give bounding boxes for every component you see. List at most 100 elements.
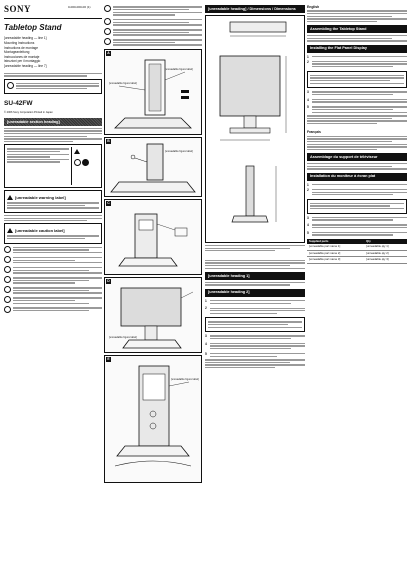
step: 5: [205, 352, 305, 358]
caution-item: [4, 245, 102, 255]
text-line: [113, 44, 202, 46]
text-line: [113, 6, 202, 8]
model-number: SU-42FW: [4, 99, 33, 107]
column-header: Supplied parts: [307, 238, 365, 245]
text-line: [113, 39, 202, 41]
caution-label: [unreadable caution label]: [15, 228, 65, 234]
text-line: [113, 24, 202, 26]
text-line: [210, 299, 305, 302]
text-line: [312, 194, 393, 196]
text-line: [205, 247, 290, 249]
text-line: [210, 335, 305, 337]
text-line: [16, 85, 99, 87]
text-line: [205, 250, 275, 252]
text-line: [13, 272, 102, 274]
text-line: [312, 226, 407, 229]
text-line: [307, 148, 377, 151]
text-line: [4, 138, 102, 140]
bracket-attach-illustration: [118, 213, 188, 267]
dimensions-illustration: [219, 21, 287, 223]
text-line: [13, 269, 89, 271]
step: 5: [307, 231, 407, 237]
table-cell: [unreadable qty 3]: [364, 256, 407, 264]
text-line: [210, 302, 291, 304]
prohibition-icon: [4, 275, 11, 283]
figure-label: A: [106, 51, 111, 57]
column-header: Qty: [364, 238, 407, 245]
text-line: [13, 297, 102, 299]
text-line: [13, 289, 89, 292]
text-line: [205, 367, 275, 369]
step: 2: [205, 306, 305, 315]
text-line: [310, 205, 390, 207]
text-line: [307, 13, 407, 15]
display-mount-illustration: [120, 287, 194, 349]
step-list: 1 2 3 4 5: [205, 299, 305, 369]
table-row: [unreadable part name 2] [unreadable qty…: [307, 250, 407, 258]
text-line: [208, 324, 288, 326]
language-label: Français: [307, 130, 321, 135]
step: 5: [307, 105, 407, 114]
step-number: 5: [307, 230, 309, 235]
text-line: [205, 262, 305, 264]
prohibition-icon: [4, 265, 11, 273]
text-line: [312, 101, 407, 103]
table-cell: [unreadable part name 1]: [307, 244, 365, 251]
text-line: [307, 168, 407, 170]
text-line: [205, 281, 305, 284]
text-line: [307, 115, 407, 117]
text-line: [113, 41, 176, 44]
text-line: [205, 359, 305, 361]
text-line: [113, 19, 202, 21]
text-line: [113, 29, 202, 31]
text-line: [312, 111, 407, 113]
text-line: [205, 244, 305, 247]
caution-box: [unreadable caution label]: [4, 223, 102, 244]
text-line: [312, 108, 393, 111]
prohibition-icon: [104, 5, 111, 13]
caution-item: [104, 17, 202, 27]
step: 3: [307, 90, 407, 96]
notice-box: [4, 78, 102, 94]
step: 1: [307, 183, 407, 187]
text-line: [4, 220, 88, 222]
text-line: [16, 82, 99, 85]
prohibition-icon: [4, 255, 11, 263]
step-number: 3: [307, 90, 309, 95]
text-line: [210, 348, 291, 350]
step-number: 4: [307, 97, 309, 102]
text-line: [307, 146, 407, 148]
text-line: [307, 141, 392, 143]
step-number: 5: [205, 351, 207, 356]
text-line: [307, 40, 407, 42]
caution-item: [104, 38, 202, 47]
text-line: [13, 287, 102, 289]
text-line: [7, 148, 69, 150]
doc-number: 0-000-000-00 (1): [68, 5, 91, 9]
step: 3: [307, 216, 407, 222]
text-line: [312, 216, 407, 219]
step-number: 2: [205, 306, 207, 311]
text-line: [205, 361, 290, 364]
text-line: [312, 63, 407, 65]
note-box: [205, 317, 305, 333]
parts-table: Supplied parts Qty [unreadable part name…: [307, 238, 407, 264]
caution-item: [104, 5, 202, 17]
text-line: [13, 262, 102, 264]
text-line: [13, 251, 102, 254]
text-line: [307, 20, 377, 23]
text-line: [307, 163, 407, 165]
prohibition-icon: [74, 159, 81, 167]
text-line: [312, 188, 407, 191]
step: 1: [307, 55, 407, 59]
text-line: [210, 337, 291, 340]
step-number: 2: [307, 187, 309, 192]
text-line: [210, 307, 305, 309]
text-line: [113, 34, 202, 36]
caution-item: [4, 296, 102, 305]
warning-box: [unreadable warning label]: [4, 190, 102, 213]
text-line: [205, 267, 305, 269]
step-number: 2: [307, 59, 309, 64]
text-line: [307, 15, 392, 17]
text-line: [4, 217, 102, 219]
